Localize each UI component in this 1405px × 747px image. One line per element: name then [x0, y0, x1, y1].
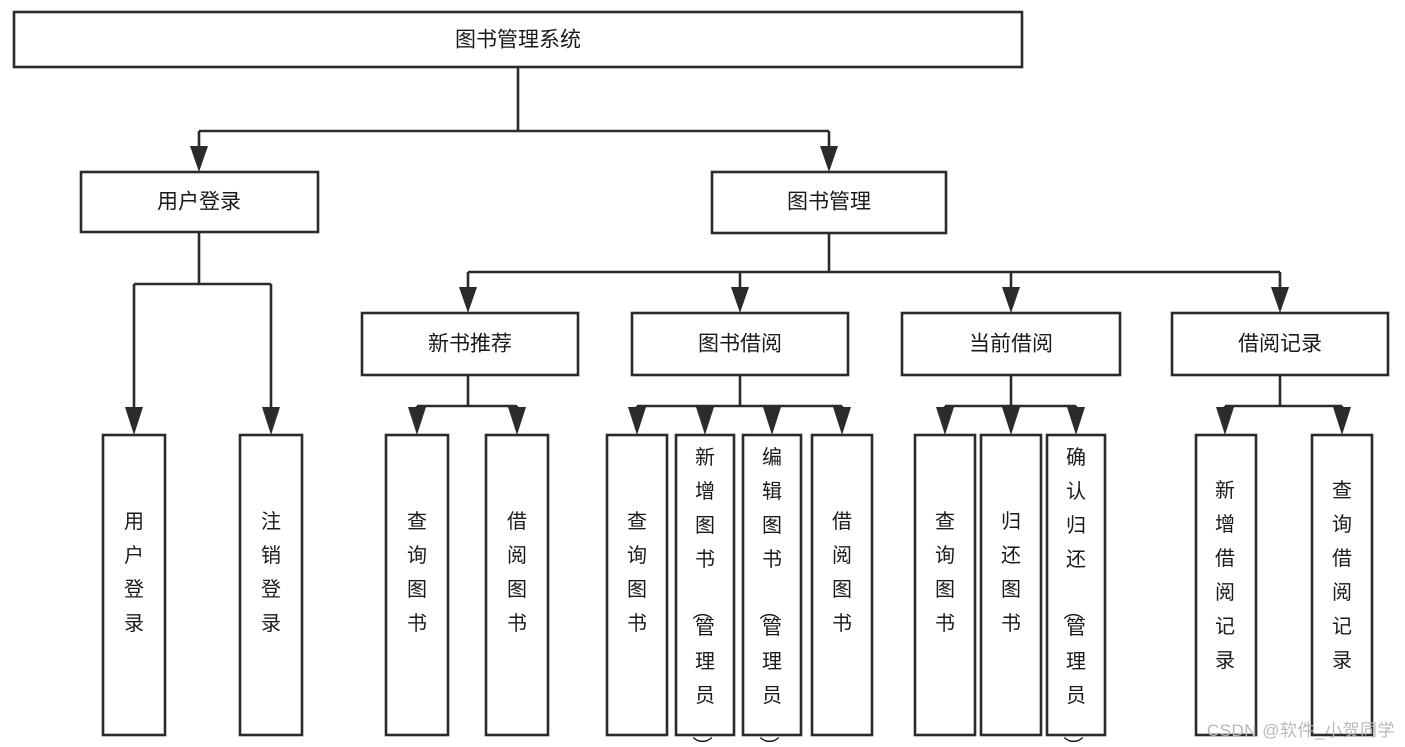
node-new-book-recommend-box[interactable] [360, 311, 580, 377]
node-user-login[interactable]: 用户登录 [79, 170, 320, 234]
leaf-add-book-box[interactable] [674, 433, 736, 737]
node-book-borrow[interactable]: 图书借阅 [630, 311, 850, 377]
leaf-borrow-book-1-label: 借阅图书 [507, 510, 527, 635]
leaf-confirm-return-label: 确认归还（管理员） [1061, 446, 1086, 747]
node-book-borrow-label: 图书借阅 [698, 333, 782, 356]
node-current-borrow-box[interactable] [900, 311, 1122, 377]
node-book-borrow-box[interactable] [630, 311, 850, 377]
leaf-return-book[interactable]: 归还图书 [979, 433, 1043, 737]
node-new-book-recommend[interactable]: 新书推荐 [360, 311, 580, 377]
leaf-borrow-book-1[interactable]: 借阅图书 [484, 433, 550, 737]
arrow-head-leaf-user-logout [262, 407, 280, 435]
node-root[interactable]: 图书管理系统 [12, 10, 1024, 69]
leaf-query-record[interactable]: 查询借阅记录 [1310, 433, 1374, 737]
leaf-user-login-label: 用户登录 [124, 511, 144, 635]
node-current-borrow-label: 当前借阅 [969, 333, 1053, 356]
arrow-head-leaf-query-book-2 [628, 407, 646, 435]
arrow-head-leaf-user-login [125, 407, 143, 435]
leaf-user-logout-label: 注销登录 [261, 510, 281, 635]
leaf-query-book-3-label: 查询图书 [935, 510, 955, 635]
leaf-add-book-label: 新增图书（管理员） [690, 446, 715, 747]
leaf-query-book-2[interactable]: 查询图书 [605, 433, 669, 737]
leaf-query-record-label: 查询借阅记录 [1332, 479, 1352, 672]
leaf-add-record-label: 新增借阅记录 [1215, 479, 1235, 672]
arrow-head-borrow-record [1271, 287, 1289, 313]
leaf-query-book-2-label: 查询图书 [627, 510, 647, 635]
arrow-head-leaf-borrow-book-1 [508, 407, 526, 435]
leaf-query-record-box[interactable] [1310, 433, 1374, 737]
arrow-head-leaf-confirm-return [1067, 407, 1085, 435]
leaf-edit-book-label: 编辑图书（管理员） [757, 446, 782, 747]
node-book-manage-label: 图书管理 [787, 191, 871, 214]
arrow-head-new-book-recommend [459, 287, 477, 313]
leaf-query-book-1-box[interactable] [384, 433, 450, 737]
leaf-confirm-return-box[interactable] [1045, 433, 1107, 737]
leaf-return-book-box[interactable] [979, 433, 1043, 737]
leaf-borrow-book-1-box[interactable] [484, 433, 550, 737]
node-book-manage-box[interactable] [710, 170, 948, 235]
arrow-head-user-login [190, 146, 208, 172]
leaf-add-record[interactable]: 新增借阅记录 [1194, 433, 1258, 737]
node-borrow-record[interactable]: 借阅记录 [1170, 311, 1390, 377]
node-current-borrow[interactable]: 当前借阅 [900, 311, 1122, 377]
leaf-add-book[interactable]: 新增图书（管理员） [674, 433, 736, 747]
leaf-query-book-1[interactable]: 查询图书 [384, 433, 450, 737]
leaf-query-book-3[interactable]: 查询图书 [913, 433, 977, 737]
arrow-head-current-borrow [1002, 287, 1020, 313]
leaf-query-book-1-label: 查询图书 [407, 510, 427, 635]
arrow-head-leaf-query-book-3 [936, 407, 954, 435]
leaf-user-logout[interactable]: 注销登录 [238, 433, 304, 737]
leaf-query-book-3-box[interactable] [913, 433, 977, 737]
arrow-head-leaf-query-book-1 [408, 407, 426, 435]
node-user-login-label: 用户登录 [157, 191, 241, 214]
arrow-head-leaf-borrow-book-2 [833, 407, 851, 435]
leaf-return-book-label: 归还图书 [1001, 510, 1021, 635]
leaf-edit-book[interactable]: 编辑图书（管理员） [741, 433, 803, 747]
node-root-label: 图书管理系统 [455, 29, 581, 52]
arrow-head-leaf-query-record [1333, 407, 1351, 435]
leaf-user-logout-box[interactable] [238, 433, 304, 737]
arrow-head-leaf-add-record [1216, 407, 1234, 435]
arrow-head-leaf-edit-book [763, 407, 781, 435]
watermark-csdn: CSDN @软件_小贺同学 [1206, 721, 1395, 740]
arrow-head-leaf-add-book [696, 407, 714, 435]
node-user-login-box[interactable] [79, 170, 320, 234]
leaf-borrow-book-2[interactable]: 借阅图书 [810, 433, 874, 737]
node-borrow-record-label: 借阅记录 [1238, 333, 1322, 356]
arrow-head-leaf-return-book [1002, 407, 1020, 435]
leaf-borrow-book-2-label: 借阅图书 [832, 510, 852, 635]
node-new-book-recommend-label: 新书推荐 [428, 333, 512, 356]
node-borrow-record-box[interactable] [1170, 311, 1390, 377]
leaf-confirm-return[interactable]: 确认归还（管理员） [1045, 433, 1107, 747]
leaf-edit-book-box[interactable] [741, 433, 803, 737]
node-root-box[interactable] [12, 10, 1024, 69]
leaf-borrow-book-2-box[interactable] [810, 433, 874, 737]
arrow-head-book-manage [820, 146, 838, 172]
leaf-user-login[interactable]: 用户登录 [101, 433, 167, 737]
leaf-user-login-box[interactable] [101, 433, 167, 737]
arrow-head-book-borrow [731, 287, 749, 313]
connector-layer [125, 67, 1351, 435]
node-book-manage[interactable]: 图书管理 [710, 170, 948, 235]
leaf-add-record-box[interactable] [1194, 433, 1258, 737]
leaf-query-book-2-box[interactable] [605, 433, 669, 737]
